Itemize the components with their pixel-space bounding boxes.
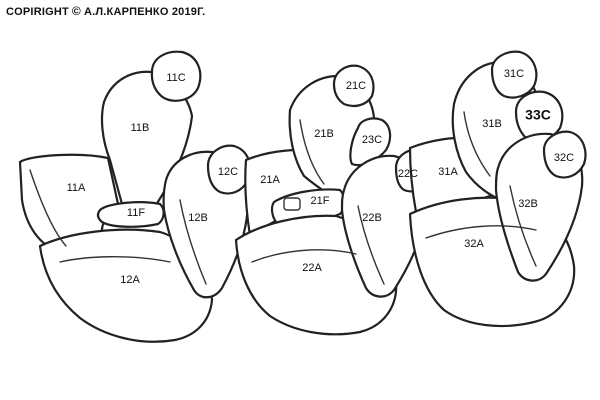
seam-32a bbox=[425, 225, 537, 239]
label-22b: 22B bbox=[362, 212, 382, 224]
label-21f: 21F bbox=[311, 195, 330, 207]
label-31c: 31C bbox=[504, 68, 524, 80]
label-12a: 12A bbox=[120, 274, 140, 286]
seam-22a bbox=[251, 249, 357, 263]
copyright-notice: COPIRIGHT©А.Л.КАРПЕНКО 2019Г. bbox=[6, 4, 205, 18]
label-11c: 11C bbox=[166, 72, 185, 84]
part-23c-headrest bbox=[349, 117, 392, 167]
part-21f-cupholder bbox=[283, 197, 301, 211]
label-21a: 21A bbox=[260, 174, 280, 186]
seam-31b bbox=[463, 111, 491, 177]
part-31c-headrest bbox=[490, 50, 538, 99]
label-31b: 31B bbox=[482, 118, 502, 130]
label-21c: 21C bbox=[346, 80, 366, 92]
copyright-symbol: © bbox=[71, 4, 81, 18]
label-33c: 33C bbox=[525, 107, 551, 123]
seam-22b bbox=[357, 205, 385, 285]
seam-21b bbox=[299, 119, 325, 185]
seat-group-rear bbox=[408, 50, 587, 328]
label-22a: 22A bbox=[302, 262, 322, 274]
part-32c-headrest bbox=[542, 130, 587, 179]
part-11c-headrest bbox=[150, 50, 202, 102]
part-11f-armrest bbox=[96, 201, 165, 228]
label-23c: 23C bbox=[362, 134, 382, 146]
part-labels: 11C 11B 11A 11F 12C 12B 12A 21C 21B 21A … bbox=[67, 68, 575, 286]
seam-12b bbox=[179, 199, 207, 285]
label-12b: 12B bbox=[188, 212, 208, 224]
seam-12a bbox=[59, 256, 171, 263]
label-21b: 21B bbox=[314, 128, 334, 140]
label-11a: 11A bbox=[67, 182, 86, 194]
seat-group-middle bbox=[234, 64, 435, 336]
copyright-text-after: А.Л.КАРПЕНКО 2019Г. bbox=[83, 6, 206, 18]
label-11b: 11B bbox=[131, 122, 150, 134]
label-32b: 32B bbox=[518, 198, 538, 210]
label-11f: 11F bbox=[127, 207, 145, 219]
part-21c-headrest bbox=[332, 64, 375, 107]
label-32c: 32C bbox=[554, 152, 574, 164]
label-32a: 32A bbox=[464, 238, 484, 250]
seat-group-front bbox=[18, 50, 252, 343]
seam-11a bbox=[29, 169, 67, 247]
copyright-text-before: COPIRIGHT bbox=[6, 6, 69, 18]
part-33c-headrest bbox=[514, 90, 564, 142]
label-12c: 12C bbox=[218, 166, 238, 178]
label-22c: 22C bbox=[398, 168, 418, 180]
seam-32b bbox=[509, 185, 537, 267]
label-31a: 31A bbox=[438, 166, 458, 178]
